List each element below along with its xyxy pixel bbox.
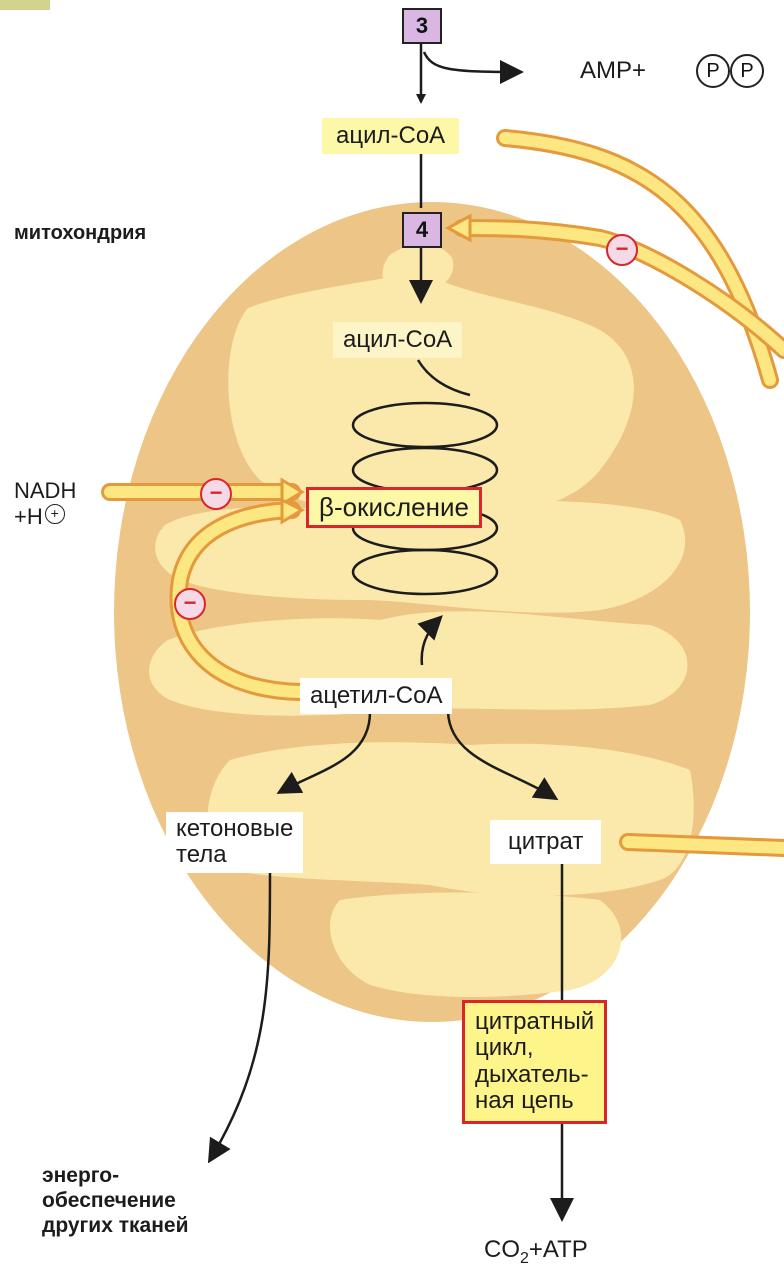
beta-oxidation-box: β-окисление — [306, 487, 482, 528]
citrate-box: цитрат — [490, 820, 601, 864]
plus-charge-icon: + — [45, 504, 65, 524]
mitochondria-label: митохондрия — [14, 222, 146, 245]
co2-atp-label: CO2+ATP — [484, 1236, 588, 1268]
acetyl-coa-box: ацетил-CoA — [300, 678, 452, 714]
acyl-coa-matrix: ацил-CoA — [333, 322, 462, 358]
phosphate-circle-2: P — [730, 54, 764, 88]
acyl-coa-cytosol: ацил-CoA — [322, 118, 459, 154]
energy-supply-label: энерго- обеспечение других тканей — [42, 1163, 188, 1239]
citric-cycle-box: цитратный цикл, дыхатель- ная цепь — [462, 1000, 607, 1124]
step-4-box: 4 — [402, 212, 442, 248]
ketone-bodies-box: кетоновые тела — [166, 812, 303, 873]
amp-label: AMP+ — [580, 57, 646, 85]
nadh-label-line1: NADH — [14, 478, 76, 503]
inhibit-step4-icon: − — [606, 234, 638, 266]
step-3-box: 3 — [402, 8, 442, 44]
nadh-label-line2: +H+ — [14, 504, 65, 529]
inhibit-nadh-icon: − — [200, 478, 232, 510]
inhibit-acetyl-icon: − — [174, 588, 206, 620]
corner-accent — [0, 0, 50, 10]
phosphate-circle-1: P — [696, 54, 730, 88]
